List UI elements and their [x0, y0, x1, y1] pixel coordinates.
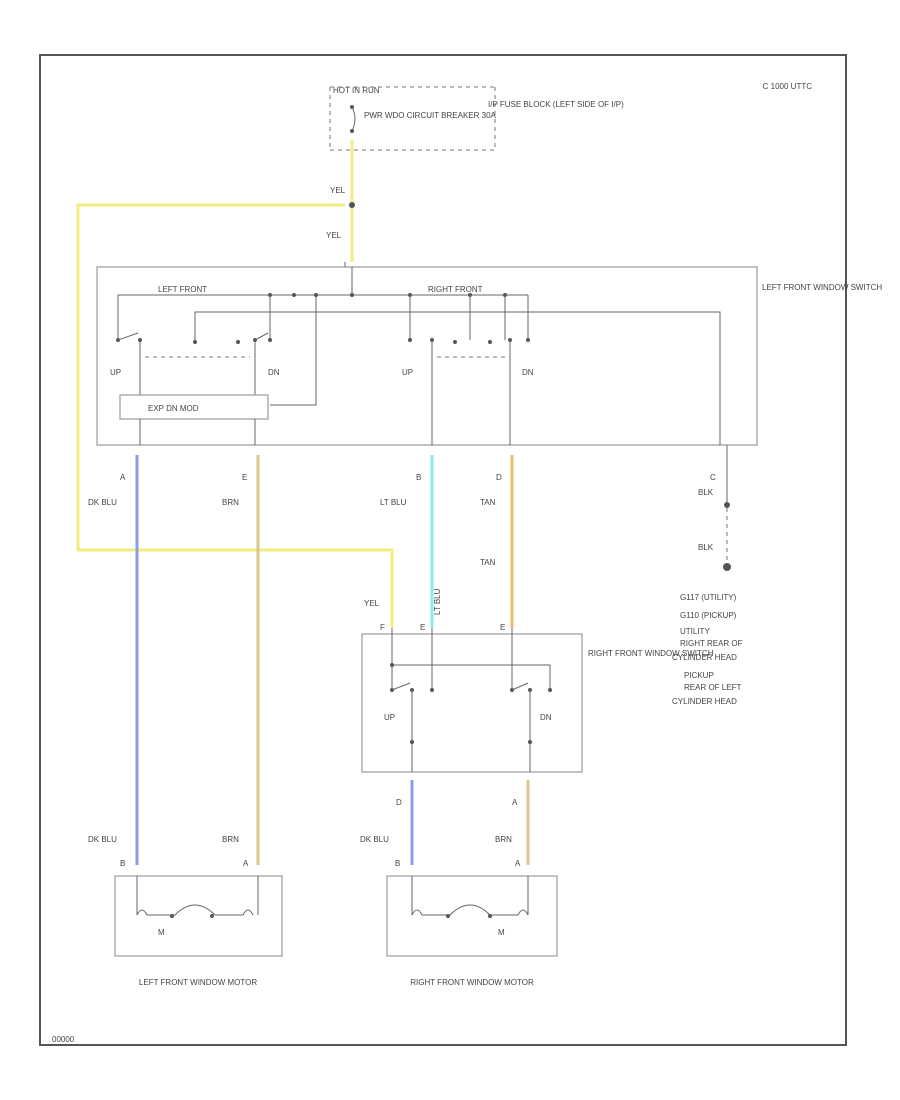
wire-lt-blu: B LT BLU LT BLU	[380, 455, 442, 628]
right-switch-name: RIGHT FRONT WINDOW SWITCH	[588, 649, 714, 658]
ground-circuit: C BLK BLK G117 (UTILITY) G110 (PICKUP) U…	[672, 445, 743, 706]
pin-d-label: D	[496, 473, 502, 482]
right-dn-label: DN	[522, 368, 534, 377]
wire-label-tan-1: TAN	[480, 498, 496, 507]
pin-e3-label: E	[500, 623, 505, 632]
left-motor-label: LEFT FRONT WINDOW MOTOR	[139, 978, 257, 987]
rf-dn-label: DN	[540, 713, 552, 722]
right-motor-m: M	[498, 928, 505, 937]
left-dn-label: DN	[268, 368, 280, 377]
left-front-window-motor: B A M LEFT FRONT WINDOW MOTOR	[114, 859, 283, 987]
pin-c-label: C	[710, 473, 716, 482]
left-front-window-switch: LEFT FRONT WINDOW SWITCH LEFT FRONT RIGH…	[96, 262, 882, 446]
wire-brn-left: E BRN BRN	[222, 455, 260, 865]
wire-label-blk-2: BLK	[698, 543, 714, 552]
wire-brn-right: A BRN	[495, 780, 530, 865]
pin-e2-label: E	[420, 623, 425, 632]
pin-a4-label: A	[515, 859, 521, 868]
diagram-code: C 1000 UTTC	[763, 82, 813, 91]
ground-line-1: G117 (UTILITY)	[680, 593, 737, 602]
wire-label-dk-blu-1: DK BLU	[88, 498, 117, 507]
wire-dk-blu-right: D DK BLU	[360, 780, 414, 865]
master-switch-name: LEFT FRONT WINDOW SWITCH	[762, 283, 882, 292]
diagram-frame	[39, 54, 847, 1046]
left-up-label: UP	[110, 368, 121, 377]
wire-label-yel-3: YEL	[364, 599, 380, 608]
ground-line-4: RIGHT REAR OF	[680, 639, 743, 648]
ground-line-2: G110 (PICKUP)	[680, 611, 737, 620]
wire-label-yel-1: YEL	[330, 186, 346, 195]
pin-a3-label: A	[243, 859, 249, 868]
fuse-block-label: I/P FUSE BLOCK (LEFT SIDE OF I/P)	[488, 100, 624, 109]
left-motor-m: M	[158, 928, 165, 937]
rf-up-label: UP	[384, 713, 395, 722]
wire-label-brn-3: BRN	[495, 835, 512, 844]
pin-b2-label: B	[120, 859, 125, 868]
ground-line-8: CYLINDER HEAD	[672, 697, 737, 706]
footer-code: 00000	[52, 1035, 75, 1044]
right-front-window-switch: RIGHT FRONT WINDOW SWITCH F E E UP DN	[361, 623, 714, 773]
ground-line-3: UTILITY	[680, 627, 710, 636]
pin-b3-label: B	[395, 859, 400, 868]
pin-a2-label: A	[512, 798, 518, 807]
pin-d2-label: D	[396, 798, 402, 807]
left-front-group-label: LEFT FRONT	[158, 285, 207, 294]
wire-label-dk-blu-2: DK BLU	[88, 835, 117, 844]
hot-in-run-label: HOT IN RUN	[333, 86, 380, 95]
wire-label-brn-1: BRN	[222, 498, 239, 507]
wire-label-yel-2: YEL	[326, 231, 342, 240]
pin-a-label: A	[120, 473, 126, 482]
pin-b-label: B	[416, 473, 421, 482]
right-up-label: UP	[402, 368, 413, 377]
right-front-window-motor: B A M RIGHT FRONT WINDOW MOTOR	[386, 859, 558, 987]
wire-label-dk-blu-3: DK BLU	[360, 835, 389, 844]
pin-e-label: E	[242, 473, 247, 482]
express-module-label: EXP DN MOD	[148, 404, 199, 413]
right-front-group-label: RIGHT FRONT	[428, 285, 483, 294]
wire-label-blk-1: BLK	[698, 488, 714, 497]
wire-label-lt-blu-2: LT BLU	[433, 588, 442, 615]
wire-yel-feed: YEL YEL YEL	[76, 140, 394, 628]
fuse-block: HOT IN RUN PWR WDO CIRCUIT BREAKER 30A I…	[329, 86, 624, 151]
ground-line-5: CYLINDER HEAD	[672, 653, 737, 662]
pin-f-label: F	[380, 623, 385, 632]
wire-label-lt-blu-1: LT BLU	[380, 498, 407, 507]
ground-line-7: REAR OF LEFT	[684, 683, 741, 692]
breaker-label: PWR WDO CIRCUIT BREAKER 30A	[364, 111, 497, 120]
wire-dk-blu-left: A DK BLU DK BLU	[88, 455, 139, 865]
ground-point	[723, 563, 731, 571]
wire-tan: D TAN TAN	[480, 455, 514, 628]
ground-line-6: PICKUP	[684, 671, 714, 680]
right-motor-label: RIGHT FRONT WINDOW MOTOR	[410, 978, 534, 987]
wire-label-tan-2: TAN	[480, 558, 496, 567]
wire-label-brn-2: BRN	[222, 835, 239, 844]
